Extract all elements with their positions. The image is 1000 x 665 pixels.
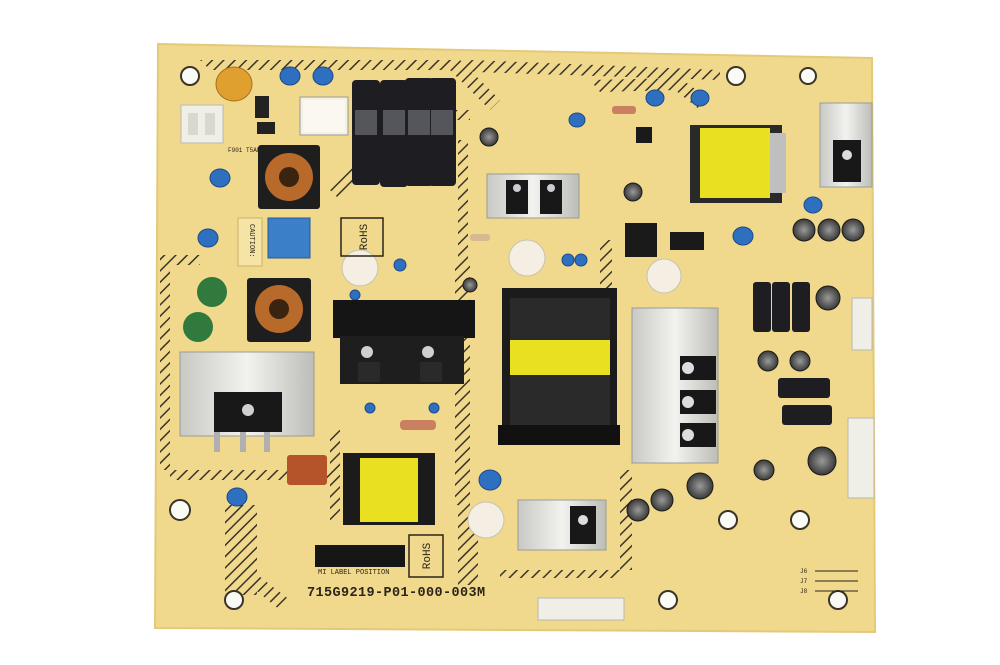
bulk-capacitors [352,78,456,187]
screw-hole-icon [180,66,200,86]
secondary-heatsink [631,307,719,464]
output-capacitors [753,282,832,425]
fuse-text: F901 T5AL/250V [228,147,279,154]
caution-text: CAUTION: [247,224,255,258]
integrated-circuits [625,127,704,257]
common-mode-choke-bottom [247,278,311,342]
blue-ceramic-capacitors [197,66,823,507]
resistors [400,106,636,430]
connector-label: J6 [800,568,808,575]
screw-hole-icon [224,590,244,610]
ntc-thermistors [183,277,227,342]
connector-labels: J6 J7 J8 [800,568,858,595]
label-position-box: MI LABEL POSITION [315,545,405,577]
screw-hole-icon [828,590,848,610]
screw-hole-icon [718,510,738,530]
standby-transformer-bottom [343,453,435,525]
small-electrolytic-tops [462,127,865,522]
screw-hole-icon [790,510,810,530]
output-connector-bottom [537,597,625,621]
pfc-heatsink [179,351,315,452]
varistor [215,66,253,102]
screw-holes [169,66,848,610]
fuse-box [255,96,349,136]
part-number: 715G9219-P01-000-003M [307,586,486,601]
standby-transformer-top [690,125,786,203]
main-transformer [498,288,620,445]
ac-input-connector [180,104,224,144]
label-position-text: MI LABEL POSITION [318,569,389,577]
bridge-heatsink [333,300,475,384]
mosfet-heatsink-top [486,173,580,219]
film-capacitor [287,455,327,485]
common-mode-choke-top [258,145,320,209]
x-capacitor [267,217,311,259]
screw-hole-icon [169,499,191,521]
regulator-heatsink-top-right [819,102,873,188]
connector-label: J7 [800,578,808,585]
fuse-silkscreen: F901 T5AL/250V [228,147,279,154]
part-number-silkscreen: 715G9219-P01-000-003M [307,586,486,601]
screw-hole-icon [658,590,678,610]
regulator-heatsink-bottom [517,499,607,551]
rohs-text: RoHS [422,542,434,569]
caution-silkscreen: CAUTION: [237,217,263,267]
screw-hole-icon [799,67,817,85]
connector-label: J8 [800,588,808,595]
rohs-mark-top: RoHS [340,217,384,257]
output-connector-right [847,297,875,499]
rohs-text: RoHS [359,223,371,250]
screw-hole-icon [726,66,746,86]
plastic-spacers [341,239,682,539]
rohs-mark-bottom: RoHS [408,534,444,578]
